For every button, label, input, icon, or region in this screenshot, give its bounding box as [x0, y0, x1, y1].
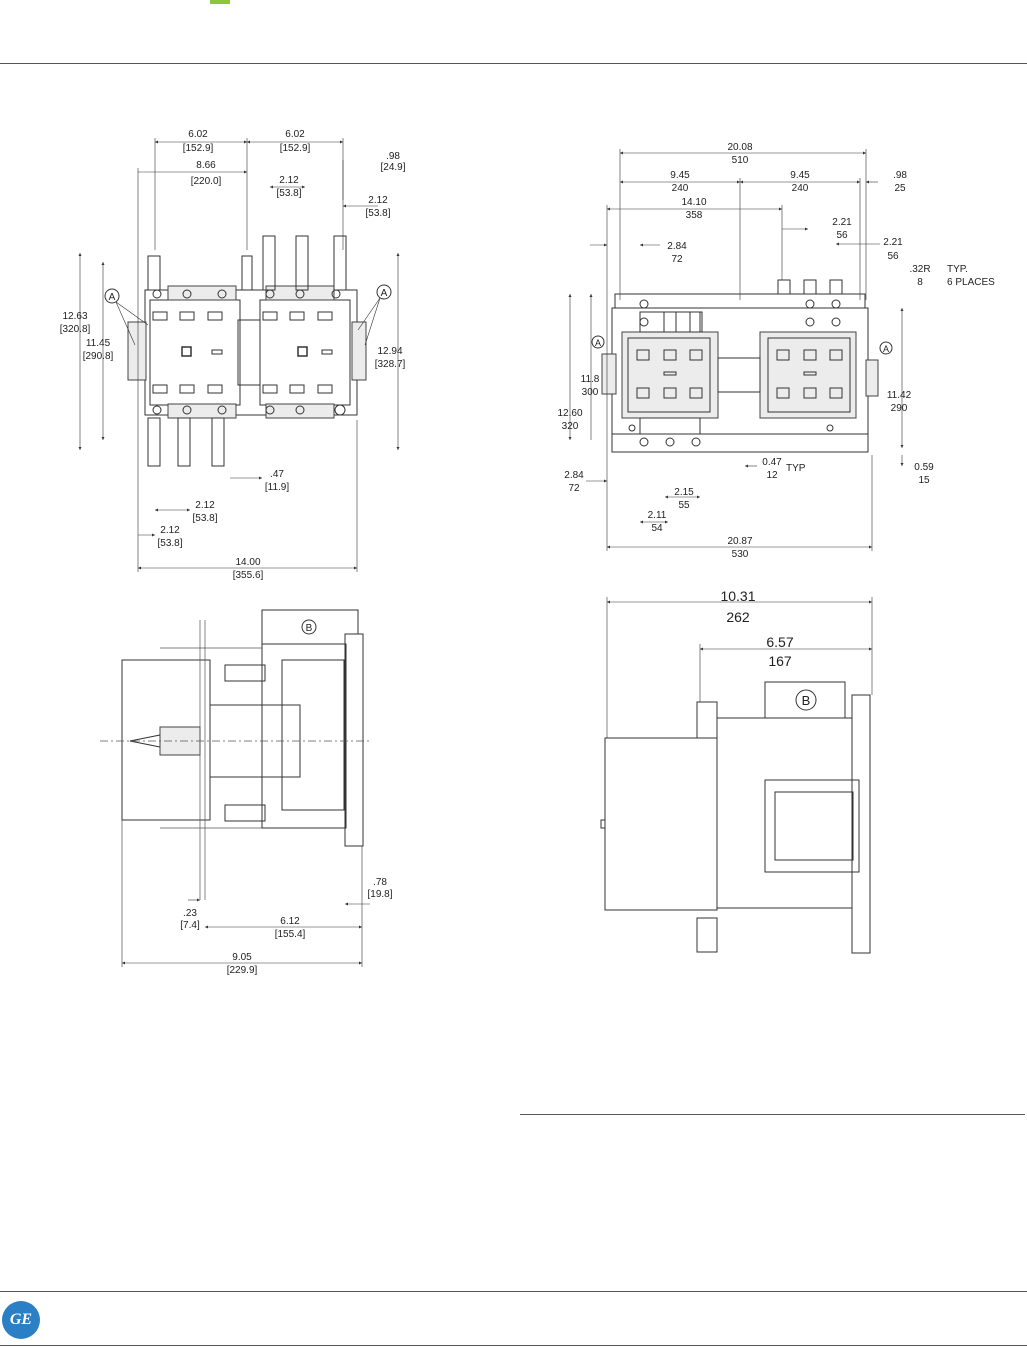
svg-text:240: 240 [792, 183, 809, 194]
svg-text:[24.9]: [24.9] [380, 162, 405, 173]
callout-a-left: A [104, 288, 149, 346]
footer-rule-top [0, 1291, 1027, 1292]
svg-text:[7.4]: [7.4] [180, 920, 200, 931]
svg-text:[355.6]: [355.6] [233, 570, 264, 581]
svg-text:0.59: 0.59 [914, 462, 934, 473]
svg-text:A: A [381, 288, 388, 299]
svg-text:2.12: 2.12 [368, 195, 388, 206]
svg-text:12.94: 12.94 [377, 346, 402, 357]
svg-text:[155.4]: [155.4] [275, 929, 306, 940]
svg-text:.32R: .32R [909, 264, 930, 275]
svg-text:2.84: 2.84 [564, 470, 584, 481]
svg-text:[152.9]: [152.9] [280, 143, 311, 154]
svg-text:6 PLACES: 6 PLACES [947, 277, 995, 288]
top-right-front-view: 20.08 510 9.45 240 9.45 240 .98 25 14.10… [557, 142, 995, 560]
svg-text:56: 56 [887, 251, 899, 262]
svg-text:167: 167 [768, 653, 792, 669]
svg-text:.98: .98 [386, 151, 400, 162]
svg-text:2.84: 2.84 [667, 241, 687, 252]
svg-text:A: A [883, 344, 889, 354]
footer-rule-bottom [0, 1345, 1027, 1346]
svg-text:.78: .78 [373, 877, 387, 888]
svg-text:11.45: 11.45 [86, 338, 111, 349]
callout-b: B [802, 693, 811, 708]
svg-text:2.21: 2.21 [883, 237, 903, 248]
svg-text:2.11: 2.11 [648, 510, 667, 521]
svg-text:14.00: 14.00 [235, 557, 260, 568]
svg-text:[152.9]: [152.9] [183, 143, 214, 154]
svg-text:6.12: 6.12 [280, 916, 300, 927]
svg-text:[53.8]: [53.8] [157, 538, 182, 549]
svg-text:6.02: 6.02 [285, 129, 305, 140]
svg-text:6.57: 6.57 [766, 634, 793, 650]
svg-text:320: 320 [562, 421, 579, 432]
svg-text:[328.7]: [328.7] [375, 359, 406, 370]
svg-text:2.12: 2.12 [160, 525, 180, 536]
top-left-front-view: 6.02 [152.9] 6.02 [152.9] .98 [24.9] 8.6… [60, 129, 406, 581]
svg-text:15: 15 [918, 475, 930, 486]
svg-text:55: 55 [678, 500, 690, 511]
svg-text:12.60: 12.60 [557, 408, 582, 419]
svg-text:2.15: 2.15 [674, 487, 694, 498]
dim-label: 6.02 [188, 129, 208, 140]
svg-text:[290.8]: [290.8] [83, 351, 114, 362]
svg-text:9.45: 9.45 [670, 170, 690, 181]
callout-a-right: A [879, 341, 893, 355]
svg-text:20.87: 20.87 [727, 536, 752, 547]
callout-a-right: A [357, 284, 392, 346]
ge-logo-icon: GE [2, 1301, 40, 1339]
svg-text:.23: .23 [183, 908, 197, 919]
svg-text:20.08: 20.08 [727, 142, 752, 153]
svg-text:[229.9]: [229.9] [227, 965, 258, 976]
svg-text:56: 56 [836, 230, 848, 241]
svg-text:9.05: 9.05 [232, 952, 252, 963]
svg-text:[19.8]: [19.8] [367, 889, 392, 900]
svg-text:54: 54 [651, 523, 663, 534]
svg-text:72: 72 [671, 254, 683, 265]
svg-text:510: 510 [732, 155, 749, 166]
svg-text:14.10: 14.10 [681, 197, 706, 208]
svg-text:[53.8]: [53.8] [276, 188, 301, 199]
bottom-left-side-view: B .78 [19.8] .23 [7.4] 6.12 [155.4] 9.05… [100, 609, 393, 976]
callout-a-left: A [591, 335, 605, 349]
section-rule [520, 1114, 1025, 1115]
svg-text:[320.8]: [320.8] [60, 324, 91, 335]
svg-text:72: 72 [568, 483, 580, 494]
svg-text:2.12: 2.12 [279, 175, 299, 186]
svg-text:0.47: 0.47 [762, 457, 782, 468]
svg-text:10.31: 10.31 [720, 588, 755, 604]
svg-text:.98: .98 [893, 170, 907, 181]
callout-b: B [306, 623, 313, 634]
svg-text:25: 25 [894, 183, 906, 194]
svg-text:A: A [109, 292, 116, 303]
svg-text:8: 8 [917, 277, 923, 288]
svg-text:300: 300 [582, 387, 599, 398]
svg-text:11.8: 11.8 [581, 374, 600, 385]
svg-text:8.66: 8.66 [196, 160, 216, 171]
svg-text:11.42: 11.42 [887, 390, 912, 401]
svg-text:358: 358 [686, 210, 703, 221]
svg-text:A: A [595, 338, 601, 348]
svg-text:TYP: TYP [786, 463, 806, 474]
svg-text:240: 240 [672, 183, 689, 194]
svg-text:[11.9]: [11.9] [265, 482, 289, 493]
svg-text:[220.0]: [220.0] [191, 176, 222, 187]
svg-text:530: 530 [732, 549, 749, 560]
svg-text:290: 290 [891, 403, 908, 414]
svg-text:12: 12 [766, 470, 778, 481]
header-accent-bar [210, 0, 230, 4]
svg-text:TYP.: TYP. [947, 264, 968, 275]
svg-text:[53.8]: [53.8] [365, 208, 390, 219]
svg-text:9.45: 9.45 [790, 170, 810, 181]
svg-text:2.12: 2.12 [195, 500, 215, 511]
svg-text:.47: .47 [270, 469, 284, 480]
svg-text:12.63: 12.63 [62, 311, 87, 322]
svg-text:2.21: 2.21 [832, 217, 852, 228]
header-rule [0, 63, 1027, 64]
svg-text:[53.8]: [53.8] [192, 513, 217, 524]
bottom-right-side-view: B 10.31 262 6.57 167 [600, 588, 873, 954]
svg-text:262: 262 [726, 609, 750, 625]
